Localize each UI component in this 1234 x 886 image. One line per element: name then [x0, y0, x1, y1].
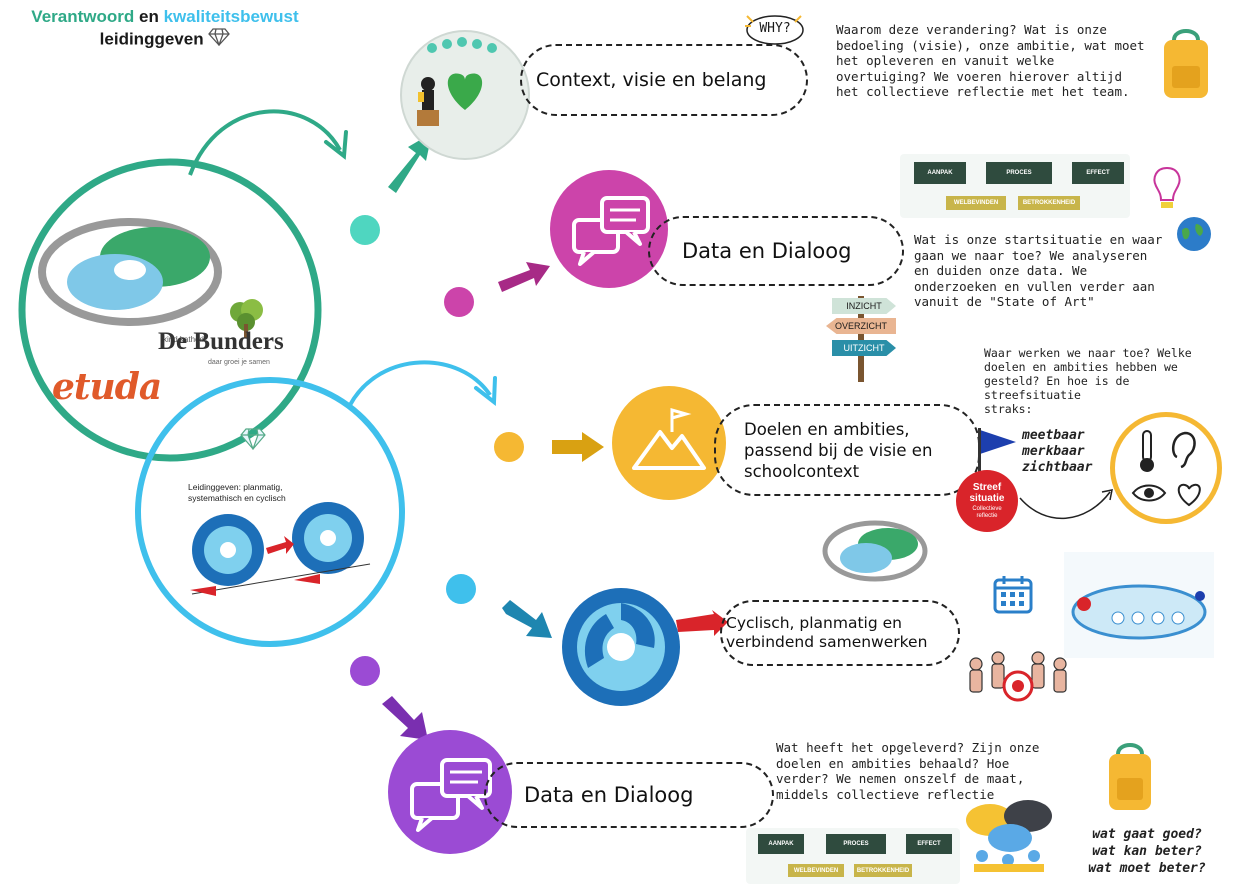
streef-sub: Collectieve reflectie	[972, 506, 1002, 519]
step-3-description: Waar werken we naar toe? Welke doelen en…	[984, 346, 1192, 416]
backpack-icon	[1164, 29, 1208, 98]
step-5-label: Data en Dialoog	[524, 783, 694, 807]
arrow-pink-icon	[498, 262, 550, 292]
process-box-aanpak: AANPAK	[914, 162, 966, 184]
backpack-icon-2	[1109, 743, 1151, 810]
step-5-description: Wat heeft het opgeleverd? Zijn onze doel…	[776, 740, 1040, 802]
bunders-logo: De Bunders	[158, 328, 284, 355]
streef-situatie-badge: Streef situatie Collectieve reflectie	[956, 470, 1018, 532]
sign-uitzicht-label: UITZICHT	[843, 343, 885, 353]
arrow-yellow-icon	[552, 432, 604, 462]
tree-icon	[230, 299, 263, 338]
discussion-bubbles-illustration	[966, 800, 1052, 872]
senses-circle	[1110, 412, 1222, 524]
sign-overzicht-label: OVERZICHT	[834, 321, 887, 331]
process-chart-bottom: AANPAK PROCES EFFECT WELBEVINDEN BETROKK…	[746, 828, 960, 884]
process-box-welbevinden: WELBEVINDEN	[946, 196, 1006, 210]
title-word-kwaliteit: kwaliteitsbewust	[163, 7, 299, 26]
sign-overzicht: OVERZICHT	[826, 318, 896, 334]
cycle-illustration	[190, 502, 371, 596]
cycle-caption: Leidinggeven: planmatig, systemathisch e…	[188, 482, 286, 503]
team-target-illustration	[969, 651, 1067, 702]
signpost-pole	[858, 296, 864, 382]
process-box-welbevinden-2: WELBEVINDEN	[788, 864, 844, 877]
step-2-label-box[interactable]: Data en Dialoog	[648, 216, 904, 286]
connector-arrow	[1019, 489, 1113, 520]
streef-title: Streef situatie	[969, 482, 1005, 504]
process-flow-image	[1064, 552, 1214, 658]
dot-purple	[350, 656, 380, 686]
step-1-label: Context, visie en belang	[536, 69, 767, 91]
step-4-label: Cyclisch, planmatig en verbindend samenw…	[726, 614, 928, 651]
sign-uitzicht: UITZICHT	[832, 340, 896, 356]
cycle-ring-green	[38, 218, 222, 326]
blue-flag-icon	[978, 428, 1016, 484]
bunders-tagline: daar groei je samen	[208, 359, 270, 366]
questions-list: wat gaat goed? wat kan beter? wat moet b…	[1088, 827, 1206, 876]
process-box-aanpak-2: AANPAK	[758, 834, 804, 854]
chat-bubbles-icon	[572, 196, 650, 266]
thermometer-icon	[1140, 430, 1154, 472]
why-bubble: WHY?	[743, 12, 807, 48]
red-arrow-icon	[676, 610, 728, 636]
arrow-purple-icon	[382, 696, 428, 740]
process-chart-top: AANPAK PROCES EFFECT WELBEVINDEN BETROKK…	[900, 154, 1130, 218]
dot-yellow	[494, 432, 524, 462]
dot-blue	[446, 574, 476, 604]
arrow-blue-icon	[502, 600, 552, 638]
step-2-description: Wat is onze startsituatie en waar gaan w…	[914, 232, 1163, 309]
process-box-effect-2: EFFECT	[906, 834, 952, 854]
calendar-icon	[993, 576, 1033, 614]
diamond-small-icon	[240, 428, 266, 450]
dot-pink	[444, 287, 474, 317]
process-box-effect: EFFECT	[1072, 162, 1124, 184]
bunders-small-label: kind kathedr	[163, 335, 207, 344]
etuda-logo: etuda	[52, 366, 162, 408]
process-box-proces-2: PROCES	[826, 834, 886, 854]
cycle-circle-blue	[562, 588, 680, 706]
measures-list: meetbaar merkbaar zichtbaar	[1022, 428, 1093, 475]
step-1-label-box[interactable]: Context, visie en belang	[520, 44, 808, 116]
page-title: Verantwoord en kwaliteitsbewust leidingg…	[0, 6, 330, 52]
title-word-verantwoord: Verantwoord	[31, 7, 135, 26]
ear-icon	[1171, 431, 1196, 469]
diamond-icon	[208, 28, 231, 52]
cycle-ring-small	[822, 520, 928, 582]
dot-teal	[350, 215, 380, 245]
why-label: WHY?	[759, 21, 791, 36]
step-4-label-box[interactable]: Cyclisch, planmatig en verbindend samenw…	[720, 600, 960, 666]
title-word-en: en	[139, 7, 159, 26]
step-2-label: Data en Dialoog	[682, 239, 852, 263]
step-3-label-box[interactable]: Doelen en ambities, passend bij de visie…	[714, 404, 980, 496]
step-3-label: Doelen en ambities, passend bij de visie…	[744, 419, 933, 481]
title-line2: leidinggeven	[99, 29, 204, 49]
arrow-teal-icon	[388, 133, 432, 193]
lightbulb-icon	[1153, 166, 1181, 208]
chat-circle-pink	[550, 170, 668, 288]
process-box-betrokkenheid-2: BETROKKENHEID	[854, 864, 912, 877]
mountain-flag-icon	[632, 408, 706, 470]
globe-icon	[1177, 217, 1211, 251]
step-1-description: Waarom deze verandering? Wat is onze bed…	[836, 22, 1145, 99]
eye-icon	[1131, 484, 1167, 502]
step-5-label-box[interactable]: Data en Dialoog	[484, 762, 774, 828]
sign-inzicht: INZICHT	[832, 298, 896, 314]
heart-icon	[1177, 483, 1201, 507]
mountain-circle-yellow	[612, 386, 726, 500]
sign-inzicht-label: INZICHT	[846, 301, 882, 311]
context-visual	[400, 30, 530, 160]
chat-bubbles-icon-2	[410, 758, 492, 832]
process-box-proces: PROCES	[986, 162, 1052, 184]
process-box-betrokkenheid: BETROKKENHEID	[1018, 196, 1080, 210]
